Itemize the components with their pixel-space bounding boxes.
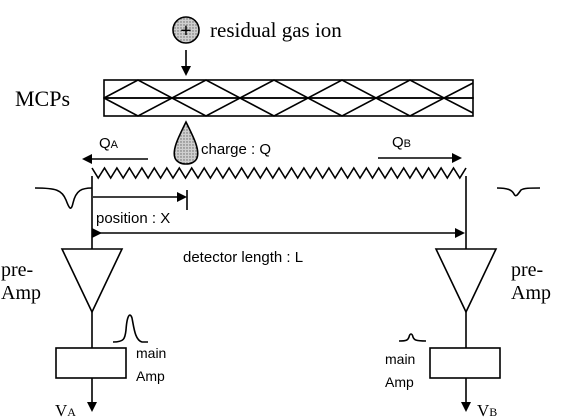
left-negative-pulse-icon	[34, 187, 93, 209]
detector-length-label: detector length : L	[183, 249, 303, 266]
right-readout-chain: pre- Amp main Amp VB	[385, 176, 551, 418]
mcp-bottom-chevrons	[103, 97, 474, 117]
charge-cloud: charge : Q	[173, 120, 271, 165]
left-preamp-label-2: Amp	[1, 282, 41, 304]
mcp-bottom-plate	[103, 97, 474, 117]
right-amplified-pulse-icon	[398, 333, 427, 342]
charge-drop-icon	[173, 120, 199, 165]
left-preamp-label-1: pre-	[1, 259, 33, 281]
vb-label: VB	[477, 401, 497, 418]
ion-circle	[172, 16, 200, 44]
left-preamp	[60, 248, 124, 314]
left-amplified-pulse-icon	[112, 314, 148, 343]
resistive-anode	[91, 166, 467, 180]
qb-indicator: QB	[378, 134, 462, 163]
right-preamp	[434, 248, 498, 314]
right-negative-pulse-icon	[496, 187, 541, 197]
detector-length-marker: detector length : L	[92, 228, 465, 266]
right-main-amp-label-2: Amp	[385, 374, 414, 390]
mcp-plates: MCPs	[15, 79, 474, 117]
va-label: VA	[55, 401, 76, 418]
mcp-top-plate	[103, 79, 474, 99]
qa-label: QA	[99, 135, 119, 152]
mcp-top-chevrons	[103, 79, 474, 99]
position-label: position : X	[96, 210, 170, 227]
residual-gas-ion: + residual gas ion	[172, 16, 342, 76]
left-main-amp-label-2: Amp	[136, 368, 165, 384]
mcps-label: MCPs	[15, 86, 70, 111]
ion-label: residual gas ion	[210, 18, 342, 42]
position-marker: position : X	[93, 190, 188, 227]
right-main-amp-label-1: main	[385, 351, 415, 367]
right-preamp-label-1: pre-	[511, 259, 543, 281]
right-preamp-label-2: Amp	[511, 282, 551, 304]
right-main-amp	[429, 347, 501, 379]
ion-symbol: +	[180, 20, 191, 42]
left-main-amp-label-1: main	[136, 345, 166, 361]
charge-label: charge : Q	[201, 141, 271, 158]
left-main-amp	[55, 347, 127, 379]
qa-indicator: QA	[82, 135, 148, 164]
left-readout-chain: pre- Amp main Amp VA	[1, 176, 166, 418]
qb-label: QB	[392, 134, 411, 151]
